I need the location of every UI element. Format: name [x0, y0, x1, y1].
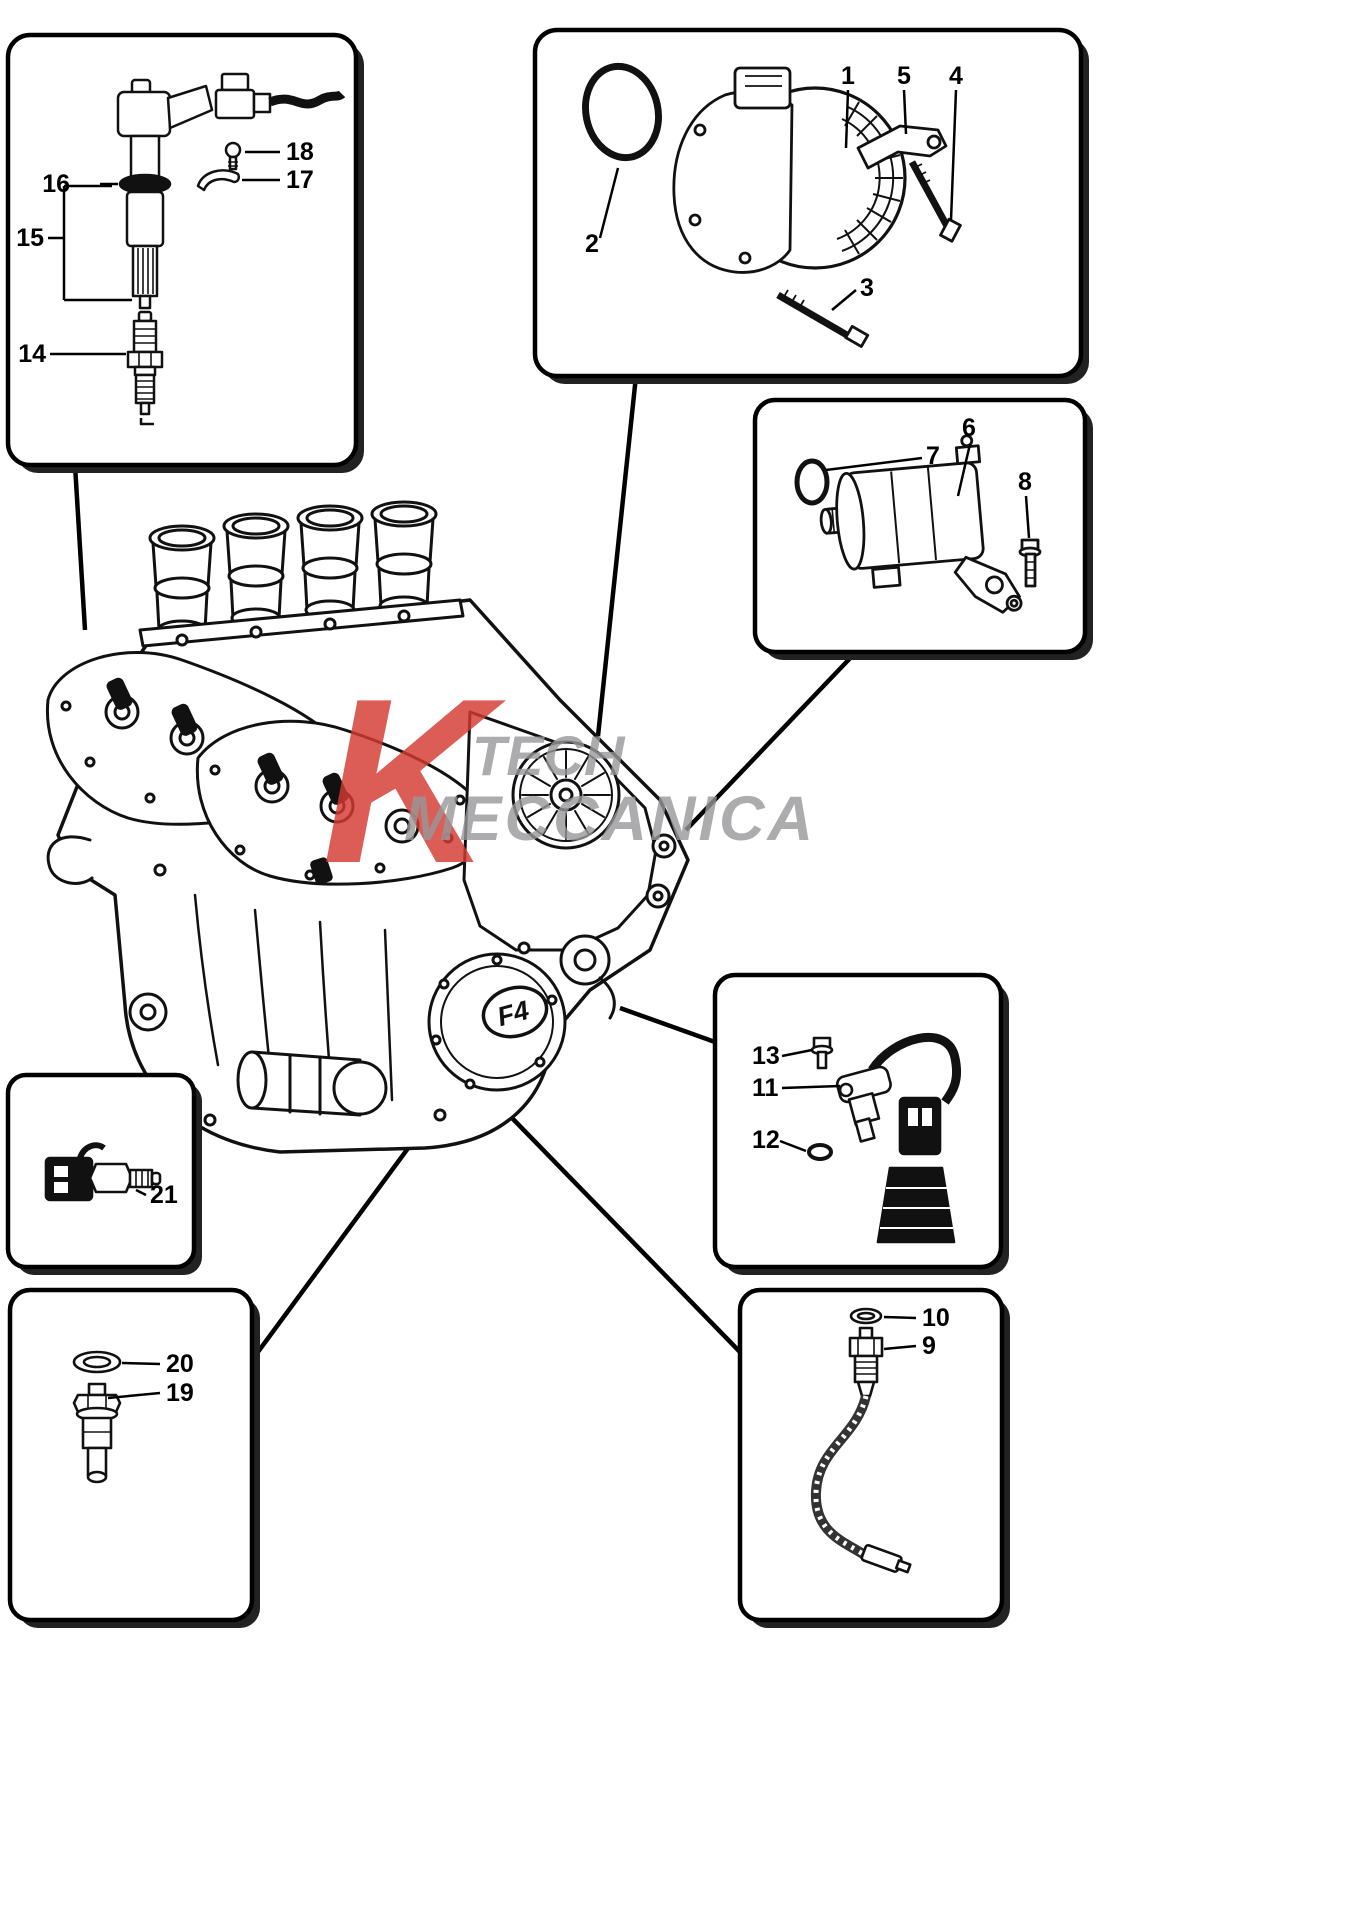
callout-21: 21 [150, 1181, 178, 1209]
callout-12: 12 [752, 1126, 780, 1154]
callout-20: 20 [166, 1350, 194, 1378]
box-pressure-switch: 10 9 [737, 1287, 1010, 1628]
watermark-line1: TECH [472, 724, 626, 787]
box-thermo-switch: 20 19 [7, 1287, 260, 1628]
ignition-coil [116, 78, 214, 310]
connector-line-pickup [619, 1005, 716, 1045]
watermark: K TECH MECCANICA [322, 649, 816, 912]
clutch-cover: F4 [427, 952, 567, 1092]
generator-bolt-long [776, 289, 870, 348]
coolant-elbow [46, 835, 94, 885]
box-starter: 6 7 8 [752, 397, 1093, 660]
callout-2: 2 [585, 230, 599, 258]
pickup-o-ring [807, 1143, 833, 1161]
coil-clamp [196, 169, 241, 192]
box-ignition: 18 17 16 15 14 [5, 32, 364, 473]
temp-sensor [44, 1142, 162, 1202]
pressure-switch [810, 1326, 912, 1574]
callout-8: 8 [1018, 468, 1032, 496]
pickup-bolt [810, 1036, 834, 1070]
starter-on-engine [236, 1050, 388, 1117]
starter-motor [819, 434, 1023, 614]
generator-bolt-short [908, 160, 962, 243]
thermo-switch [72, 1382, 122, 1484]
starter-bolt [1018, 538, 1042, 588]
spark-plug [126, 310, 164, 426]
watermark-line2: MECCANICA [404, 784, 816, 854]
connector-line-pressure-switch [510, 1116, 742, 1354]
fuel-rail [138, 598, 465, 648]
water-pump [559, 934, 616, 1020]
watermark-k: K [322, 649, 506, 912]
callout-13: 13 [752, 1042, 780, 1070]
callout-4: 4 [949, 62, 963, 90]
generator-o-ring [582, 62, 662, 162]
box-temp-sensor: 21 [5, 1072, 202, 1275]
callout-10: 10 [922, 1304, 950, 1332]
engine-illustration: F4 [45, 500, 690, 1154]
callout-17: 17 [286, 166, 314, 194]
coil-connector-and-cable [214, 72, 346, 120]
starter-o-ring [794, 458, 830, 506]
connector-line-generator [595, 375, 639, 737]
callout-14: 14 [18, 340, 46, 368]
callout-6: 6 [962, 414, 976, 442]
alternator-rotor [511, 740, 621, 850]
callout-15: 15 [16, 224, 44, 252]
thermo-washer [72, 1350, 122, 1374]
connector-line-starter [684, 650, 858, 832]
callout-3: 3 [860, 274, 874, 302]
callout-16: 16 [42, 170, 70, 198]
callout-18: 18 [286, 138, 314, 166]
coil-screw [224, 141, 242, 171]
callout-5: 5 [897, 62, 911, 90]
box-pickup: 13 11 12 [712, 972, 1009, 1275]
pressure-washer [849, 1307, 883, 1325]
callout-19: 19 [166, 1379, 194, 1407]
callout-1: 1 [841, 62, 855, 90]
callout-11: 11 [752, 1074, 779, 1102]
front-sprocket [128, 992, 168, 1032]
pickup-sensor [835, 1032, 962, 1244]
connector-line-thermo-switch [250, 1130, 422, 1362]
generator [672, 66, 907, 274]
callout-9: 9 [922, 1332, 936, 1360]
engine-mount-lugs [645, 833, 677, 909]
connector-line-ignition [72, 464, 88, 631]
box-generator: 1 5 4 2 3 [532, 27, 1089, 384]
engine-temp-sensor-location [310, 857, 333, 885]
callout-7: 7 [926, 442, 940, 470]
